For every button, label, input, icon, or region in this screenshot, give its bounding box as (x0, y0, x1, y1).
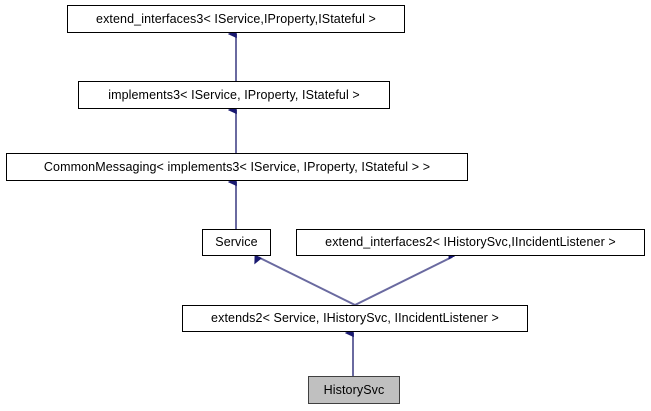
node-label: implements3< IService, IProperty, IState… (108, 87, 360, 102)
node-extends2[interactable]: extends2< Service, IHistorySvc, IInciden… (182, 305, 528, 332)
node-extend-interfaces2[interactable]: extend_interfaces2< IHistorySvc,IInciden… (296, 229, 645, 256)
node-label: extend_interfaces2< IHistorySvc,IInciden… (325, 235, 616, 250)
node-label: CommonMessaging< implements3< IService, … (43, 159, 431, 174)
node-implements3[interactable]: implements3< IService, IProperty, IState… (78, 81, 390, 109)
node-label: HistorySvc (323, 382, 385, 397)
node-service[interactable]: Service (202, 229, 271, 256)
node-label: extend_interfaces3< IService,IProperty,I… (96, 11, 376, 26)
node-label: Service (215, 235, 258, 250)
node-common-messaging[interactable]: CommonMessaging< implements3< IService, … (6, 153, 468, 181)
node-label: extends2< Service, IHistorySvc, IInciden… (211, 311, 499, 326)
node-extend-interfaces3[interactable]: extend_interfaces3< IService,IProperty,I… (67, 5, 405, 33)
inheritance-arrow (354, 249, 457, 306)
node-history-svc[interactable]: HistorySvc (308, 376, 400, 404)
inheritance-arrow (254, 254, 356, 306)
